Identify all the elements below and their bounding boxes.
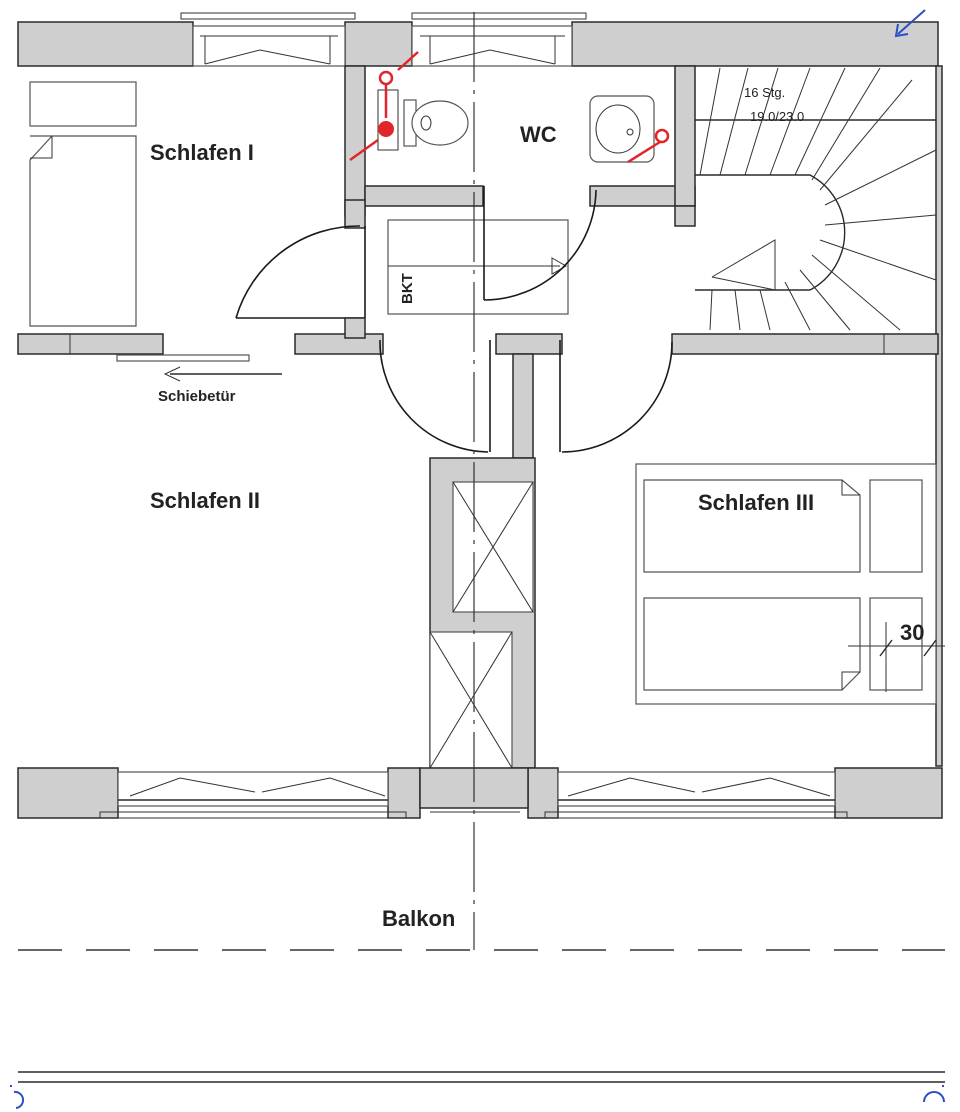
room-label-balkon: Balkon bbox=[382, 906, 455, 931]
top-exterior-wall bbox=[17, 12, 939, 67]
room-label-wc: WC bbox=[520, 122, 557, 147]
sliding-door bbox=[116, 354, 282, 382]
schlafen-3-door[interactable] bbox=[559, 340, 673, 453]
window-bottom-left[interactable] bbox=[99, 771, 407, 819]
bed-schlafen-1 bbox=[29, 81, 137, 327]
toilet-icon bbox=[403, 99, 469, 147]
right-exterior-wall bbox=[935, 65, 943, 767]
staircase bbox=[674, 67, 937, 331]
stair-count-label: 16 Stg. bbox=[744, 85, 785, 100]
bottom-frame bbox=[10, 1071, 950, 1109]
room-label-schlafen-3: Schlafen III bbox=[698, 490, 814, 515]
bottom-exterior-wall bbox=[17, 767, 943, 819]
window-top-left bbox=[180, 12, 356, 67]
dimension-label: 30 bbox=[900, 620, 924, 645]
dimension-mark bbox=[848, 622, 945, 692]
red-valve-icon bbox=[349, 51, 670, 164]
central-walls bbox=[429, 353, 536, 769]
bkt-shaft bbox=[387, 219, 569, 315]
stair-dims-label: 19.0/23.0 bbox=[750, 109, 804, 124]
sink-icon bbox=[589, 95, 655, 163]
schlafen-2-door[interactable] bbox=[379, 339, 491, 453]
wc-door[interactable] bbox=[483, 186, 597, 301]
beds-schlafen-3 bbox=[635, 463, 937, 705]
wc-fixtures bbox=[349, 51, 670, 164]
room-label-schlafen-2: Schlafen II bbox=[150, 488, 260, 513]
sliding-door-label: Schiebetür bbox=[158, 388, 236, 405]
window-bottom-right[interactable] bbox=[544, 771, 848, 819]
bkt-label: BKT bbox=[399, 273, 416, 304]
room-label-schlafen-1: Schlafen I bbox=[150, 140, 254, 165]
schlafen-1-door[interactable] bbox=[235, 225, 366, 319]
middle-horizontal-walls bbox=[17, 317, 939, 355]
blue-arrow-icon bbox=[894, 9, 926, 38]
window-top-wc bbox=[411, 12, 587, 67]
